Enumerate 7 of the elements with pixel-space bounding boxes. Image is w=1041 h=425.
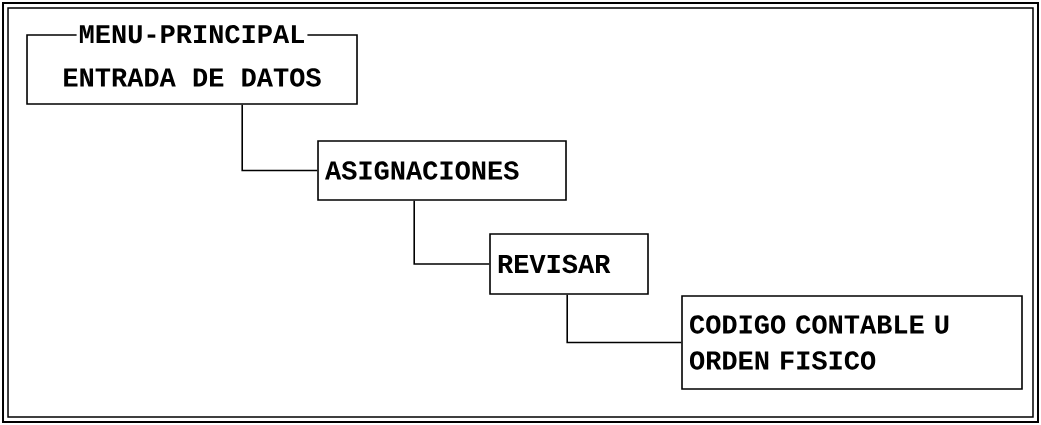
menu-box: REVISAR bbox=[489, 233, 649, 295]
connector bbox=[241, 104, 318, 172]
connector bbox=[566, 294, 682, 344]
menu-box: MENU-PRINCIPAL ENTRADA DE DATOS bbox=[26, 24, 358, 105]
connector bbox=[413, 200, 490, 265]
menu-box: ASIGNACIONES bbox=[317, 140, 567, 201]
menu-box: CODIGO CONTABLE U ORDEN FISICO bbox=[681, 295, 1023, 390]
